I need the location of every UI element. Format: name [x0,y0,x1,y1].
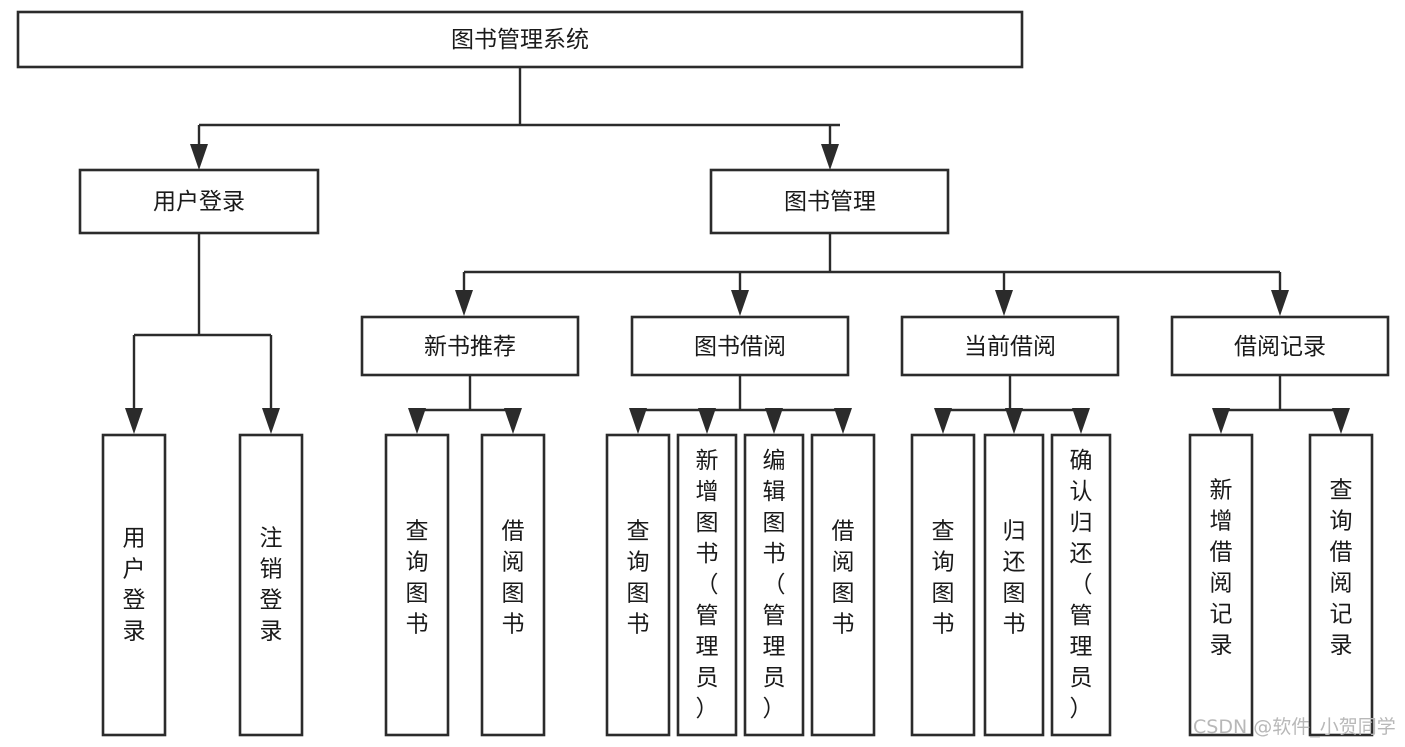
node-leaf-query-borrow-record-label: 查询借阅记录 [1330,478,1353,659]
node-leaf-user-login-box[interactable] [101,433,167,737]
arrow-to-borrow-record [1271,290,1289,316]
node-borrow-record[interactable]: 借阅记录 [1170,315,1390,377]
csdn-watermark: CSDN @软件_小贺同学 [1193,716,1396,738]
connectors-currentborrow-to-leaves [934,375,1090,434]
node-leaf-user-login-label: 用户登录 [123,526,146,645]
node-borrow-record-box[interactable] [1170,315,1390,377]
arrow-to-leaf-add-book-admin [698,408,716,434]
node-leaf-confirm-return-admin-box[interactable] [1050,433,1112,737]
node-leaf-add-borrow-record-box[interactable] [1188,433,1254,737]
node-current-borrow[interactable]: 当前借阅 [900,315,1120,377]
node-book-borrow-label: 图书借阅 [694,334,786,360]
node-leaf-query-book-borrow-label: 查询图书 [627,519,650,638]
node-leaf-add-book-admin-label: 新增图书（管理员） [696,448,719,722]
arrow-to-leaf-query-borrow-record [1332,408,1350,434]
arrow-to-current-borrow [995,290,1013,316]
node-leaf-logout-box[interactable] [238,433,304,737]
node-leaf-query-book-current-label: 查询图书 [932,519,955,638]
node-book-management-box[interactable] [709,168,950,235]
node-leaf-user-login[interactable]: 用户登录 [101,433,167,737]
node-user-login-box[interactable] [78,168,320,235]
arrow-to-user-login [190,144,208,170]
connectors-bookborrow-to-leaves [629,375,852,434]
node-leaf-return-book[interactable]: 归还图书 [983,433,1045,737]
node-user-login-label: 用户登录 [153,189,245,215]
node-leaf-edit-book-admin-label: 编辑图书（管理员） [763,448,786,722]
arrow-to-leaf-add-borrow-record [1212,408,1230,434]
node-user-login[interactable]: 用户登录 [78,168,320,235]
arrow-to-book-borrow [731,290,749,316]
node-book-borrow[interactable]: 图书借阅 [630,315,850,377]
node-leaf-add-book-admin[interactable]: 新增图书（管理员） [676,433,738,737]
node-leaf-query-borrow-record[interactable]: 查询借阅记录 [1308,433,1374,737]
node-current-borrow-label: 当前借阅 [964,334,1056,360]
node-leaf-query-book-borrow-box[interactable] [605,433,671,737]
node-book-borrow-box[interactable] [630,315,850,377]
node-new-book-recommend[interactable]: 新书推荐 [360,315,580,377]
node-leaf-borrow-book-label: 借阅图书 [832,519,855,638]
node-borrow-record-label: 借阅记录 [1234,334,1326,360]
node-leaf-borrow-book-recommend[interactable]: 借阅图书 [480,433,546,737]
node-leaf-borrow-book-box[interactable] [810,433,876,737]
node-leaf-query-borrow-record-box[interactable] [1308,433,1374,737]
arrow-to-leaf-query-book-recommend [408,408,426,434]
node-leaf-return-book-label: 归还图书 [1003,519,1026,638]
node-root-label: 图书管理系统 [451,27,589,53]
node-leaf-add-book-admin-box[interactable] [676,433,738,737]
node-book-management-label: 图书管理 [784,189,876,215]
node-leaf-edit-book-admin[interactable]: 编辑图书（管理员） [743,433,805,737]
arrow-to-leaf-logout [262,408,280,434]
node-leaf-borrow-book-recommend-label: 借阅图书 [502,519,525,638]
node-leaf-query-book-current[interactable]: 查询图书 [910,433,976,737]
node-new-book-recommend-box[interactable] [360,315,580,377]
arrow-to-leaf-borrow-book [834,408,852,434]
connectors-newbook-to-leaves [408,375,522,434]
connectors-userlogin-to-leaves [125,233,280,434]
node-current-borrow-box[interactable] [900,315,1120,377]
node-leaf-logout-label: 注销登录 [260,526,283,645]
arrow-to-leaf-borrow-book-recommend [504,408,522,434]
node-leaf-query-book-recommend[interactable]: 查询图书 [384,433,450,737]
arrow-to-leaf-return-book [1005,408,1023,434]
arrow-to-leaf-confirm-return-admin [1072,408,1090,434]
node-leaf-borrow-book[interactable]: 借阅图书 [810,433,876,737]
connectors-root-to-level2 [190,67,840,170]
arrow-to-leaf-query-book-current [934,408,952,434]
node-leaf-borrow-book-recommend-box[interactable] [480,433,546,737]
node-book-management[interactable]: 图书管理 [709,168,950,235]
node-leaf-query-book-recommend-label: 查询图书 [406,519,429,638]
arrow-to-leaf-edit-book-admin [765,408,783,434]
arrow-to-leaf-user-login [125,408,143,434]
node-leaf-query-book-recommend-box[interactable] [384,433,450,737]
node-leaf-return-book-box[interactable] [983,433,1045,737]
node-leaf-edit-book-admin-box[interactable] [743,433,805,737]
arrow-to-new-book-recommend [455,290,473,316]
node-new-book-recommend-label: 新书推荐 [424,334,516,360]
arrow-to-book-management [821,144,839,170]
node-leaf-query-book-current-box[interactable] [910,433,976,737]
node-leaf-confirm-return-admin[interactable]: 确认归还（管理员） [1050,433,1112,737]
connectors-bookmgmt-to-level3 [455,233,1289,316]
node-leaf-query-book-borrow[interactable]: 查询图书 [605,433,671,737]
node-root[interactable]: 图书管理系统 [16,10,1024,69]
node-root-box[interactable] [16,10,1024,69]
node-leaf-add-borrow-record-label: 新增借阅记录 [1210,478,1233,659]
connectors-borrowrecord-to-leaves [1212,375,1350,434]
arrow-to-leaf-query-book-borrow [629,408,647,434]
node-leaf-confirm-return-admin-label: 确认归还（管理员） [1070,448,1093,722]
node-leaf-logout[interactable]: 注销登录 [238,433,304,737]
node-leaf-add-borrow-record[interactable]: 新增借阅记录 [1188,433,1254,737]
